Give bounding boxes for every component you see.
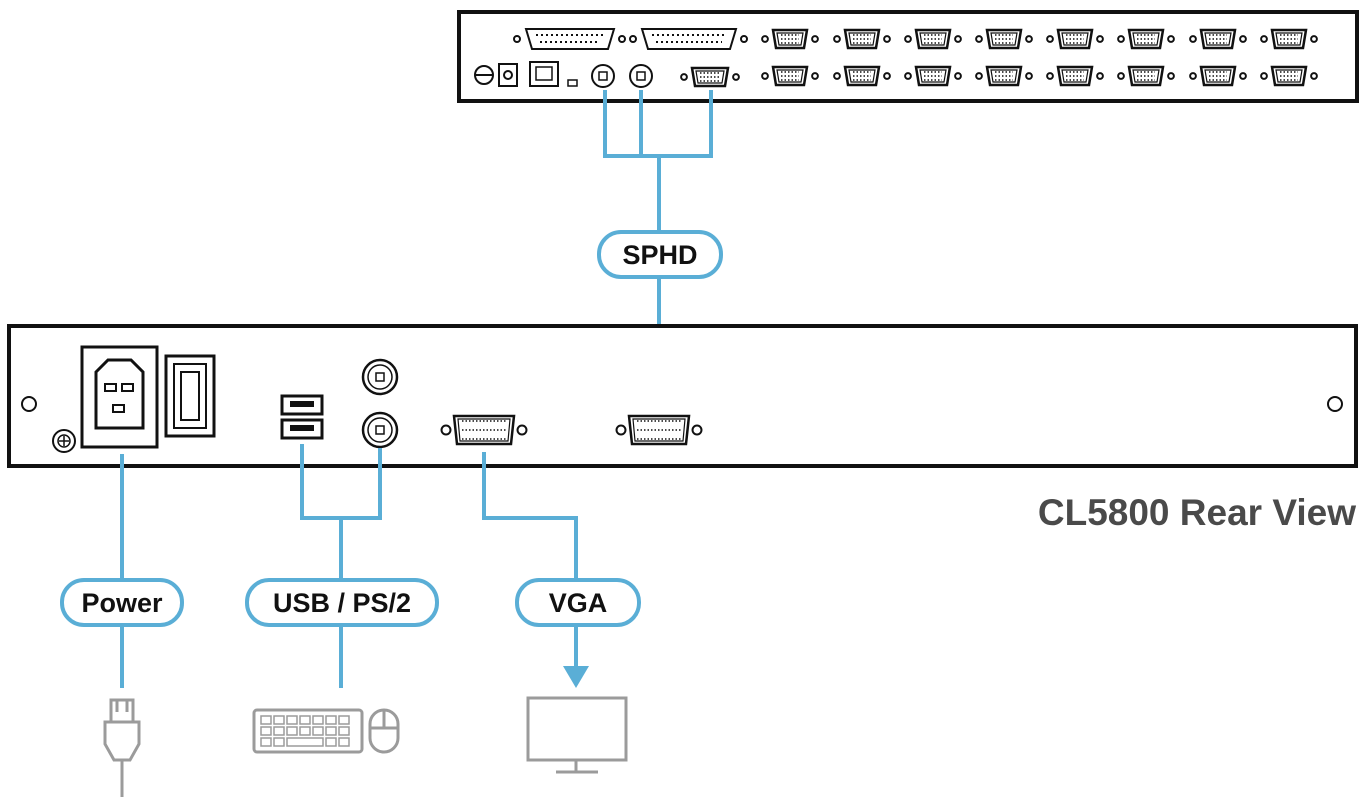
cpu-port-icon (904, 65, 962, 87)
cpu-port-icon (1189, 28, 1247, 50)
vga-label-pill: VGA (515, 578, 641, 627)
ps2-port-icon (361, 411, 399, 449)
cpu-port-icon (1260, 65, 1318, 87)
cpu-port-icon (1046, 28, 1104, 50)
db25-port-icon (513, 28, 626, 50)
cpu-port-icon (1117, 65, 1175, 87)
cpu-port-icon (1117, 28, 1175, 50)
power-switch-icon (164, 354, 216, 438)
power-label: Power (81, 588, 163, 618)
sphd-port-icon (615, 414, 703, 446)
vga-label: VGA (549, 588, 608, 618)
cpu-port-icon (833, 65, 891, 87)
db37-port-icon (629, 28, 748, 50)
cpu-port-icon (833, 28, 891, 50)
usb-ps2-label-pill: USB / PS/2 (245, 578, 439, 627)
kvm-switch-rear-panel (457, 10, 1359, 103)
cpu-port-grid (761, 28, 1318, 87)
vga-port-icon (440, 414, 528, 446)
switch-vga-port-icon (680, 66, 740, 88)
dip-switch-icon (567, 79, 578, 87)
keyboard-icon (252, 708, 364, 754)
cpu-port-icon (1046, 65, 1104, 87)
power-plug-icon (103, 698, 141, 797)
cpu-port-icon (1189, 65, 1247, 87)
cl5800-rear-panel (7, 324, 1358, 468)
cpu-port-icon (975, 65, 1033, 87)
usb-port-icon (280, 394, 324, 416)
cpu-port-icon (1260, 28, 1318, 50)
monitor-icon (526, 696, 628, 774)
arrow-down-icon (563, 666, 589, 688)
switch-power-symbol-icon (474, 65, 494, 85)
dc-power-jack-icon (498, 63, 518, 87)
lan-port-icon (529, 61, 559, 87)
power-label-pill: Power (60, 578, 184, 627)
mouse-icon (368, 708, 400, 754)
cpu-port-icon (904, 28, 962, 50)
switch-ps2-port-icon (591, 64, 615, 88)
mount-hole-icon (21, 396, 37, 412)
switch-ps2-port-icon (629, 64, 653, 88)
cpu-port-icon (761, 65, 819, 87)
ground-screw-icon (52, 429, 76, 453)
sphd-label: SPHD (622, 240, 697, 270)
ps2-port-icon (361, 358, 399, 396)
sphd-label-pill: SPHD (597, 230, 723, 279)
cpu-port-icon (761, 28, 819, 50)
cpu-port-icon (975, 28, 1033, 50)
mount-hole-icon (1327, 396, 1343, 412)
usb-port-icon (280, 418, 324, 440)
diagram-caption: CL5800 Rear View (1038, 492, 1356, 533)
ac-power-inlet-icon (80, 345, 159, 449)
bottom-connector-lines (120, 444, 578, 688)
usb-ps2-label: USB / PS/2 (273, 588, 411, 618)
